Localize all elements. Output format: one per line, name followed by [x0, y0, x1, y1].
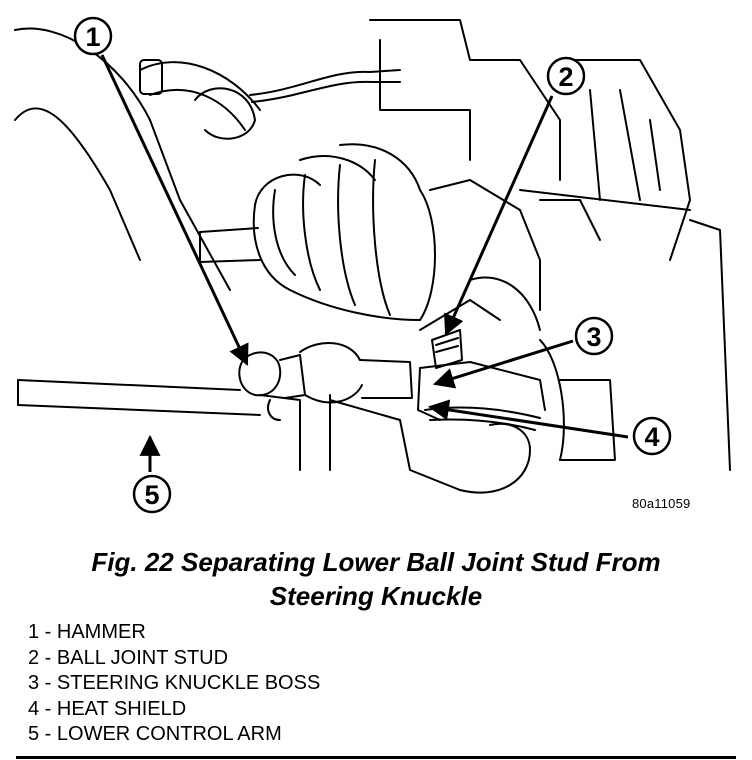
legend-item: 4 - HEAT SHIELD	[28, 697, 187, 720]
legend-item: 5 - LOWER CONTROL ARM	[28, 723, 282, 745]
figure-caption: Fig. 22 Separating Lower Ball Joint Stud…	[0, 545, 752, 613]
leader-arrow-4	[427, 399, 629, 439]
bottom-divider	[16, 756, 736, 759]
callout-label-3: 3	[586, 322, 601, 352]
legend-item: 2 - BALL JOINT STUD	[28, 646, 229, 669]
callout-circle-4	[632, 416, 672, 456]
caption-line-1: Fig. 22 Separating Lower Ball Joint Stud…	[91, 547, 661, 577]
leader-arrow-2	[444, 95, 554, 336]
callout-label-1: 1	[85, 22, 100, 52]
callout-label-5: 5	[144, 480, 159, 510]
leader-arrow-3	[432, 339, 574, 389]
figure-code: 80a11059	[632, 496, 691, 511]
legend-item: 1 - HAMMER	[28, 621, 146, 643]
leader-arrow-1	[100, 54, 249, 366]
callout-circle-2	[546, 56, 586, 96]
caption-line-2: Steering Knuckle	[269, 581, 483, 611]
callout-label-2: 2	[558, 62, 573, 92]
callout-circle-1	[73, 16, 113, 56]
legend-list: 1 - HAMMER 2 - BALL JOINT STUD 3 - STEER…	[28, 620, 320, 748]
suspension-illustration: 1 2 3 4 5	[14, 16, 731, 514]
callout-label-4: 4	[644, 422, 659, 452]
callout-circle-3	[574, 316, 614, 356]
legend-item: 3 - STEERING KNUCKLE BOSS	[28, 672, 321, 694]
callout-circle-5	[132, 474, 172, 514]
